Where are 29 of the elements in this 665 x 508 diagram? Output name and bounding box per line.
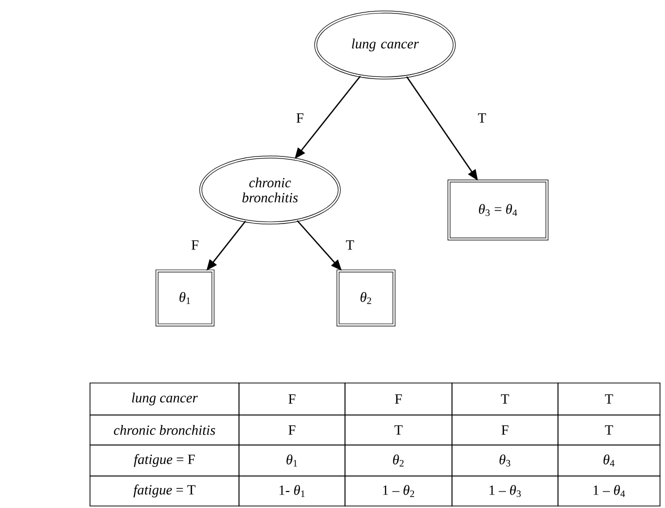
table-cell: T bbox=[452, 382, 558, 416]
table-cell: T bbox=[558, 414, 660, 446]
table-cell: F bbox=[452, 414, 558, 446]
table-cell: θ$_{1}$ bbox=[238, 444, 346, 476]
edge-label: T bbox=[344, 239, 356, 251]
table-cell: 1 – θ$_{3}$ bbox=[452, 476, 558, 506]
edge-label: F bbox=[190, 239, 200, 251]
edge-label: F bbox=[295, 112, 305, 124]
table-cell: chronic bronchitis bbox=[90, 414, 240, 446]
table-cell: fatigue = F bbox=[90, 444, 240, 476]
parameter-box: θ$_{1}$ bbox=[156, 270, 214, 326]
parameter-box: θ$_{2}$ bbox=[336, 270, 396, 326]
table-cell: θ$_{3}$ bbox=[452, 444, 558, 476]
parameter-box: θ$_{3}$ = θ$_{4}$ bbox=[448, 180, 548, 240]
table-cell: T bbox=[558, 382, 660, 416]
ellipse-node: lung cancer bbox=[314, 10, 456, 80]
table-cell: 1 – θ$_{2}$ bbox=[344, 476, 452, 506]
table-cell: fatigue = T bbox=[90, 476, 240, 506]
table-cell: 1- θ$_{1}$ bbox=[238, 476, 346, 506]
table-cell: T bbox=[344, 414, 452, 446]
table-cell: θ$_{2}$ bbox=[344, 444, 452, 476]
table-cell: F bbox=[238, 414, 346, 446]
ellipse-node: chronic bronchitis bbox=[199, 156, 341, 224]
table-cell: 1 – θ$_{4}$ bbox=[558, 476, 660, 506]
edge-label: T bbox=[476, 112, 488, 124]
table-cell: F bbox=[344, 382, 452, 416]
table-cell: lung cancer bbox=[90, 382, 240, 416]
table-cell: θ$_{4}$ bbox=[558, 444, 660, 476]
table-cell: F bbox=[238, 382, 346, 416]
